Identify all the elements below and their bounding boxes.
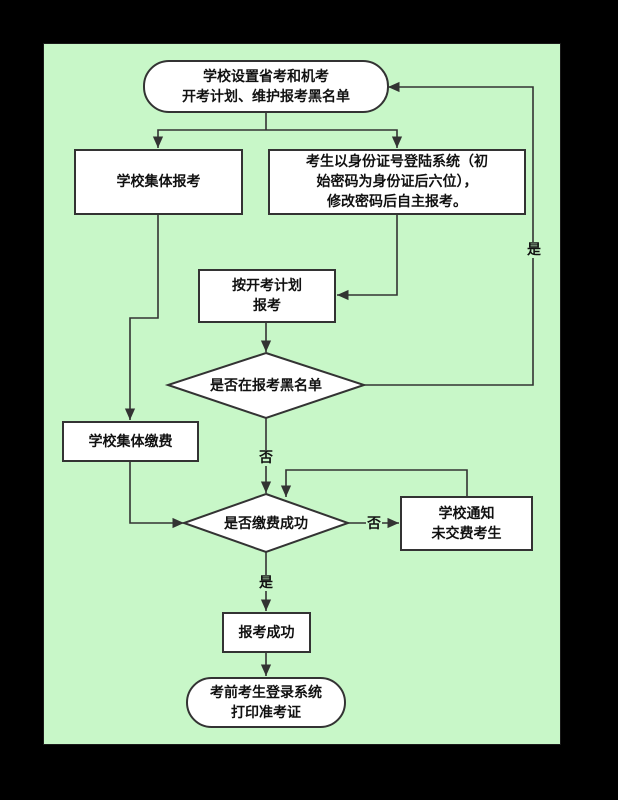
blacklist-no-label: 否 (258, 450, 274, 466)
pay-check-label: 是否缴费成功 (224, 516, 308, 532)
pay-yes-label: 是 (258, 575, 274, 591)
school-register-node: 学校集体报考 (74, 149, 243, 215)
blacklist-yes-label: 是 (526, 242, 542, 258)
school-pay-node: 学校集体缴费 (62, 421, 199, 462)
register-by-plan-node: 按开考计划 报考 (198, 269, 336, 323)
print-ticket-node: 考前考生登录系统 打印准考证 (186, 677, 346, 728)
student-login-node: 考生以身份证号登陆系统（初 始密码为身份证后六位）， 修改密码后自主报考。 (268, 149, 526, 215)
pay-no-label: 否 (366, 516, 382, 532)
start-node: 学校设置省考和机考 开考计划、维护报考黑名单 (143, 60, 389, 113)
notify-unpaid-node: 学校通知 未交费考生 (400, 496, 533, 551)
blacklist-check-label: 是否在报考黑名单 (210, 378, 322, 394)
register-success-node: 报考成功 (222, 612, 311, 653)
